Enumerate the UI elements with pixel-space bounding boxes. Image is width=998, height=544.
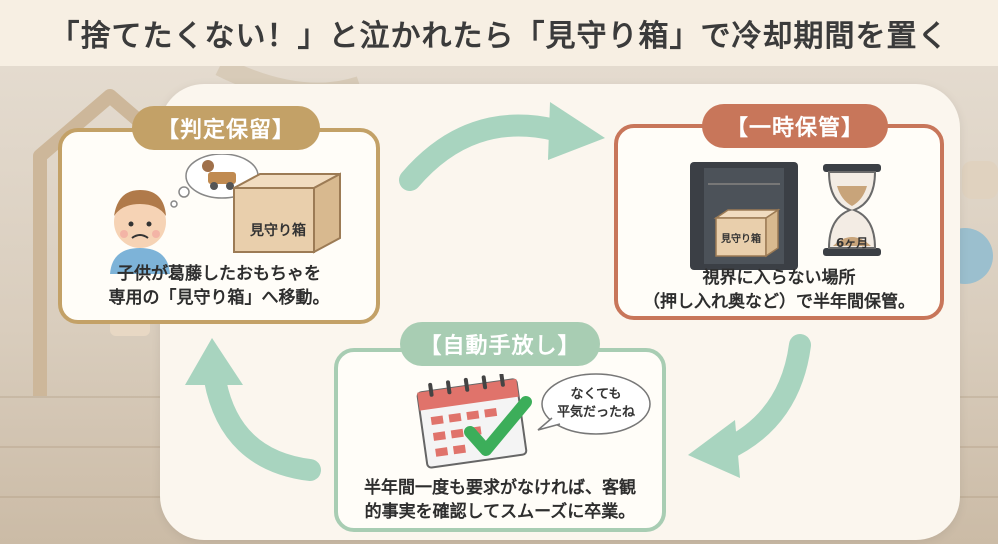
arrow-head-down-left [688, 420, 740, 478]
page-title: 「捨てたくない！」と泣かれたら「見守り箱」で冷却期間を置く [49, 19, 949, 54]
speech-bubble [537, 373, 651, 435]
step-label-storage: 【一時保管】 [702, 104, 888, 148]
arrow-step1-to-step2 [399, 114, 566, 191]
arrow-head-right [548, 102, 605, 160]
header-bar: 「捨てたくない！」と泣かれたら「見守り箱」で冷却期間を置く [0, 0, 998, 66]
worried-child-icon [110, 154, 259, 274]
box-label: 見守り箱 [250, 223, 306, 239]
calendar-check-icon [416, 374, 532, 469]
toy-car-icon [208, 172, 236, 184]
teddy-bear-icon [202, 160, 214, 172]
caption-line: 視界に入らない場所 [702, 268, 856, 288]
step-label-hold: 【判定保留】 [132, 106, 320, 150]
hourglass-label: 6ヶ月 [835, 236, 869, 250]
step-card-storage: 見守り箱 6ヶ月 視界に入らない場所 （押し入れ奥など）で半年間保管。 [614, 124, 944, 320]
caption-line: 専用の「見守り箱」へ移動。 [108, 288, 330, 308]
arrow-step3-to-step1 [204, 369, 321, 481]
caption-line: （押し入れ奥など）で半年間保管。 [643, 292, 915, 312]
arrow-head-up [185, 338, 243, 385]
bubble-line: 平気だったね [556, 405, 635, 420]
box-label: 見守り箱 [721, 234, 761, 245]
step-card-release: なくても 平気だったね 半年間一度も要求がなければ、客観 的事実を確認してスムー… [334, 348, 666, 532]
caption-line: 的事実を確認してスムーズに卒業。 [364, 502, 636, 522]
caption-line: 半年間一度も要求がなければ、客観 [364, 478, 636, 498]
step-label-release: 【自動手放し】 [400, 322, 600, 366]
arrow-step2-to-step3 [714, 334, 811, 461]
step-card-hold: 見守り箱 子供が葛藤したおもちゃを 専用の「見守り箱」へ移動。 [58, 128, 380, 324]
closet-icon [690, 162, 798, 270]
bubble-line: なくても [570, 387, 622, 402]
hourglass-icon [823, 164, 881, 256]
caption-line: 子供が葛藤したおもちゃを [117, 264, 321, 284]
watch-box-icon [233, 172, 341, 254]
checkmark-icon [464, 396, 532, 456]
